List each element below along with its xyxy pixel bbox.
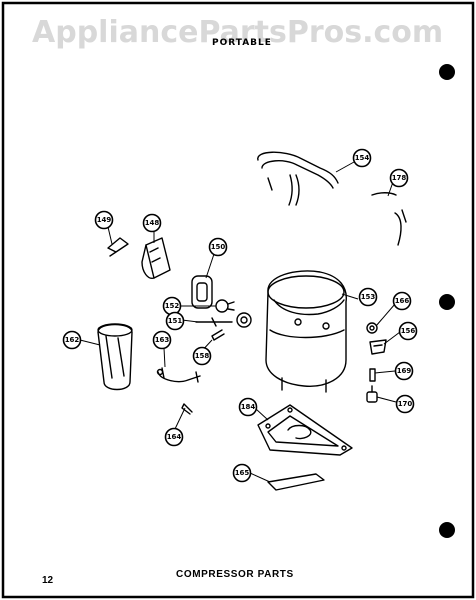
callout-label: 163 xyxy=(155,336,170,344)
page-number: 12 xyxy=(42,575,54,586)
callout-label: 158 xyxy=(195,352,210,360)
terminal-screw-part xyxy=(211,329,225,341)
callout-178: 178 xyxy=(389,168,409,188)
callout-label: 162 xyxy=(65,336,80,344)
callout-label: 150 xyxy=(211,243,226,251)
bracket-part xyxy=(191,275,213,309)
callout-154: 154 xyxy=(352,148,372,168)
overload-part xyxy=(215,299,235,313)
leader-lines xyxy=(79,161,401,483)
callout-150: 150 xyxy=(208,237,228,257)
callout-151: 151 xyxy=(165,311,185,331)
binder-hole-middle xyxy=(439,294,455,310)
callout-170: 170 xyxy=(395,394,415,414)
callout-label: 184 xyxy=(241,403,256,411)
wire-clip-part xyxy=(107,237,129,257)
callout-label: 151 xyxy=(168,317,183,325)
callout-158: 158 xyxy=(192,346,212,366)
callout-165: 165 xyxy=(232,463,252,483)
compressor-part xyxy=(265,270,347,393)
callout-label: 148 xyxy=(145,219,160,227)
base-plate-part xyxy=(257,404,353,456)
callout-162: 162 xyxy=(62,330,82,350)
callout-label: 156 xyxy=(401,327,416,335)
diagram-caption: COMPRESSOR PARTS xyxy=(176,569,294,580)
callout-166: 166 xyxy=(392,291,412,311)
header-text: PORTABLE xyxy=(212,38,272,48)
callout-label: 178 xyxy=(392,174,407,182)
capacitor-part xyxy=(97,323,133,391)
stud-part xyxy=(369,368,376,382)
pad-part xyxy=(267,473,325,491)
callout-label: 170 xyxy=(398,400,413,408)
callout-label: 152 xyxy=(165,302,180,310)
callout-156: 156 xyxy=(398,321,418,341)
callout-label: 166 xyxy=(395,297,410,305)
callout-148: 148 xyxy=(142,213,162,233)
callout-label: 153 xyxy=(361,293,376,301)
callout-label: 164 xyxy=(167,433,182,441)
callout-153: 153 xyxy=(358,287,378,307)
mounting-strap-part xyxy=(156,367,201,383)
callout-184: 184 xyxy=(238,397,258,417)
callout-163: 163 xyxy=(152,330,172,350)
mounting-clip-part xyxy=(369,339,387,355)
relay-part xyxy=(195,312,252,328)
callout-label: 149 xyxy=(97,216,112,224)
relay-cover-part xyxy=(141,237,171,279)
callout-149: 149 xyxy=(94,210,114,230)
suction-tube-part xyxy=(371,192,407,246)
callout-label: 165 xyxy=(235,469,250,477)
callout-label: 169 xyxy=(397,367,412,375)
callout-169: 169 xyxy=(394,361,414,381)
screw-part xyxy=(181,403,193,415)
callout-164: 164 xyxy=(164,427,184,447)
grommet-part xyxy=(366,322,378,334)
callout-152: 152 xyxy=(162,296,182,316)
callout-label: 154 xyxy=(355,154,370,162)
discharge-tube-part xyxy=(257,151,339,206)
binder-hole-bottom xyxy=(439,522,455,538)
watermark-text: AppliancePartsPros.com xyxy=(32,15,443,50)
bolt-part xyxy=(366,385,378,403)
binder-hole-top xyxy=(439,64,455,80)
